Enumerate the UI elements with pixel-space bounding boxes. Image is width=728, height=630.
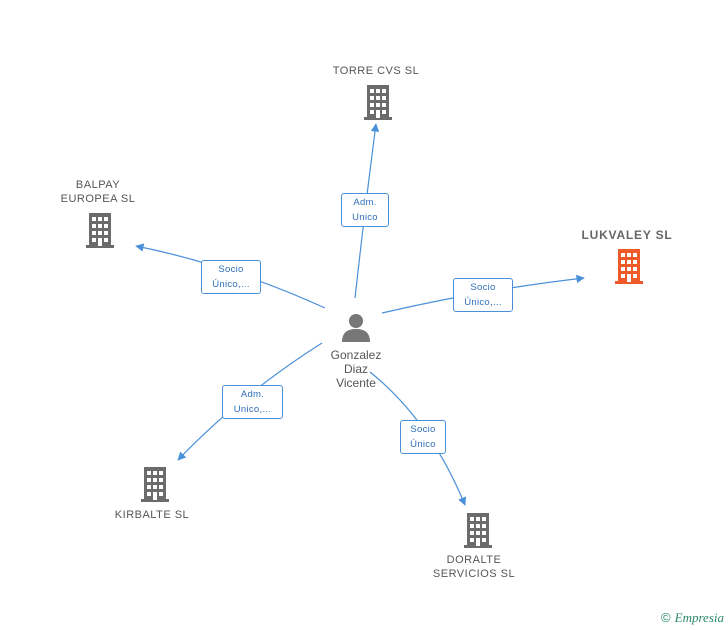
building-icon[interactable] bbox=[362, 84, 394, 120]
building-icon[interactable] bbox=[613, 248, 645, 284]
relation-label-lukvaley[interactable]: Socio Único,... bbox=[453, 278, 513, 312]
relation-label-doralte-servicios[interactable]: Socio Único bbox=[400, 420, 446, 454]
company-label-balpay-europea[interactable]: BALPAY EUROPEA SL bbox=[60, 179, 136, 205]
relation-label-torre-cvs[interactable]: Adm. Unico bbox=[341, 193, 389, 227]
person-icon[interactable] bbox=[341, 312, 371, 342]
building-icon[interactable] bbox=[84, 212, 116, 248]
footer-brand: ©Empresia bbox=[661, 610, 724, 626]
relation-label-balpay-europea[interactable]: Socio Único,... bbox=[201, 260, 261, 294]
company-label-kirbalte[interactable]: KIRBALTE SL bbox=[114, 509, 190, 521]
company-label-lukvaley[interactable]: LUKVALEY SL bbox=[581, 228, 673, 242]
relation-label-kirbalte[interactable]: Adm. Unico,... bbox=[222, 385, 283, 419]
building-icon[interactable] bbox=[139, 466, 171, 502]
copyright-icon: © bbox=[661, 610, 671, 625]
building-icon[interactable] bbox=[462, 512, 494, 548]
company-label-torre-cvs[interactable]: TORRE CVS SL bbox=[332, 65, 420, 77]
person-name[interactable]: Gonzalez Diaz Vicente bbox=[330, 348, 382, 390]
brand-name: Empresia bbox=[674, 610, 724, 625]
company-label-doralte-servicios[interactable]: DORALTE SERVICIOS SL bbox=[432, 554, 516, 580]
